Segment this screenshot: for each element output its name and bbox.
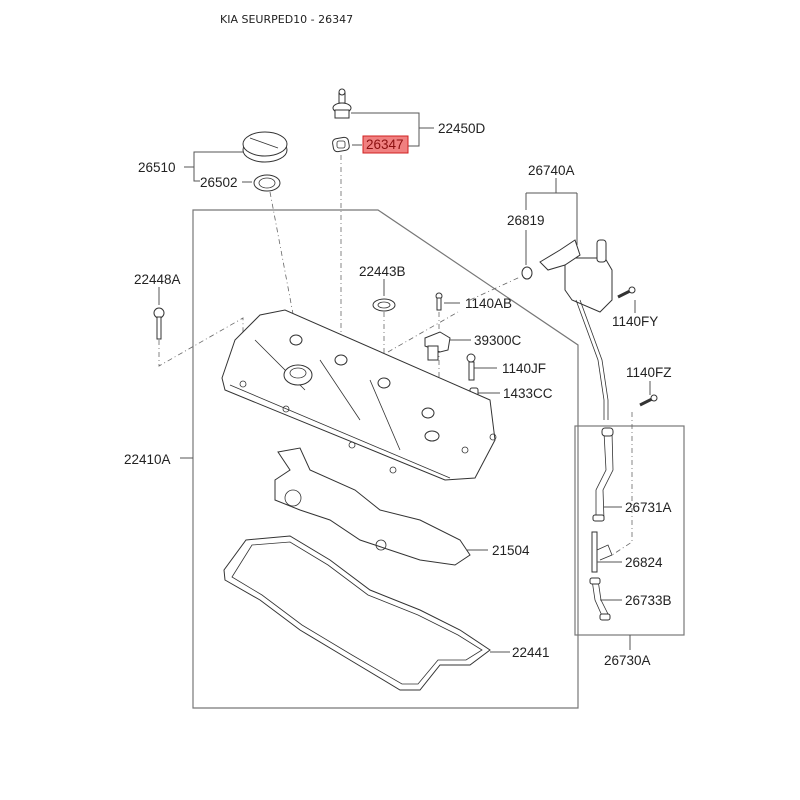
label-26819[interactable]: 26819 <box>507 213 545 228</box>
bolt-1140FY-icon <box>617 286 636 299</box>
diagram-title: KIA SEURPED10 - 26347 <box>220 13 354 26</box>
label-26740A[interactable]: 26740A <box>528 163 575 178</box>
label-26731A[interactable]: 26731A <box>625 500 672 515</box>
label-26502[interactable]: 26502 <box>200 175 238 190</box>
label-22443B[interactable]: 22443B <box>359 264 406 279</box>
hose-26731A-icon <box>592 427 614 522</box>
label-22441[interactable]: 22441 <box>512 645 550 660</box>
camshaft-sensor-icon <box>424 331 451 361</box>
label-26733B[interactable]: 26733B <box>625 593 672 608</box>
gasket-26347-icon <box>332 136 350 153</box>
gasket-22441-icon <box>223 535 491 691</box>
pipe-26824-icon <box>591 531 613 573</box>
label-1140JF[interactable]: 1140JF <box>502 361 546 376</box>
bolt-1140AB-icon <box>435 292 443 311</box>
label-21504[interactable]: 21504 <box>492 543 530 558</box>
label-22450D[interactable]: 22450D <box>438 121 486 136</box>
label-1140FY[interactable]: 1140FY <box>612 314 658 329</box>
label-39300C[interactable]: 39300C <box>474 333 522 348</box>
valve-cover-icon <box>221 309 497 481</box>
label-26824[interactable]: 26824 <box>625 555 663 570</box>
label-1140FZ[interactable]: 1140FZ <box>626 365 672 380</box>
cap-seal-26502-icon <box>253 174 281 192</box>
oil-pressure-switch-icon <box>332 88 352 119</box>
label-26510[interactable]: 26510 <box>138 160 176 175</box>
bolt-1140JF-icon <box>466 353 476 381</box>
gasket-26819-icon <box>521 266 533 280</box>
oil-filler-cap-icon <box>242 131 288 163</box>
label-1140AB[interactable]: 1140AB <box>465 296 512 311</box>
bolt-22448A-icon <box>153 307 165 340</box>
gasket-21504-icon <box>274 447 471 566</box>
label-22448A[interactable]: 22448A <box>134 272 181 287</box>
label-26730A[interactable]: 26730A <box>604 653 651 668</box>
label-26347[interactable]: 26347 <box>366 137 404 152</box>
label-1433CC[interactable]: 1433CC <box>503 386 553 401</box>
seal-22443B-icon <box>372 298 396 312</box>
hose-26733B-icon <box>589 577 611 621</box>
label-22410A[interactable]: 22410A <box>124 452 171 467</box>
highlight-26347[interactable] <box>362 135 409 154</box>
bolt-1140FZ-icon <box>639 394 658 407</box>
cover-assembly-box <box>192 209 579 709</box>
oil-cooler-icon <box>539 239 613 313</box>
